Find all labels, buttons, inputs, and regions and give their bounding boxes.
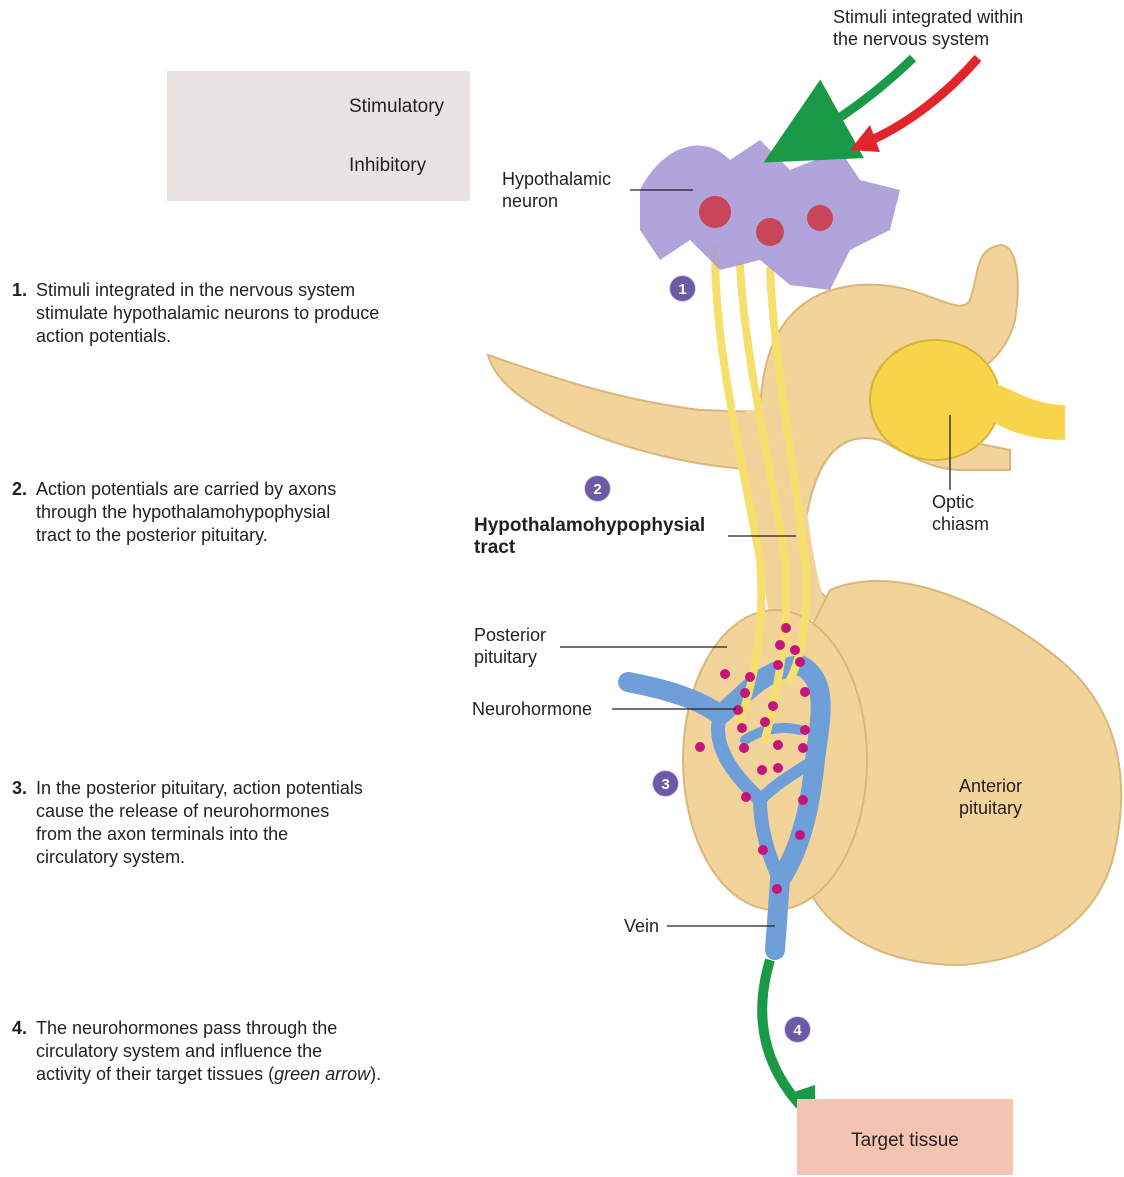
- badge-2: 2: [584, 475, 611, 502]
- label-vein: Vein: [624, 915, 659, 937]
- step-4: 4. The neurohormones pass through the ci…: [12, 1017, 381, 1086]
- badge-1: 1: [669, 275, 696, 302]
- legend-inhibitory-label: Inhibitory: [349, 155, 426, 177]
- target-tissue-box: Target tissue: [797, 1099, 1013, 1175]
- label-hypothalamic-neuron: Hypothalamic neuron: [502, 168, 611, 212]
- label-optic-chiasm: Optic chiasm: [932, 491, 989, 535]
- optic-chiasm-shape: [870, 340, 1000, 460]
- step-1: 1. Stimuli integrated in the nervous sys…: [12, 279, 379, 348]
- label-neurohormone: Neurohormone: [472, 698, 592, 720]
- hypothalamic-neurons-shape: [640, 140, 900, 290]
- label-anterior-pituitary: Anterior pituitary: [959, 775, 1022, 819]
- inhibitory-arrow: [860, 58, 978, 145]
- label-tract: Hypothalamohypophysial tract: [474, 515, 705, 559]
- target-tissue-label: Target tissue: [797, 1130, 1013, 1152]
- legend-box: [167, 71, 470, 201]
- badge-4: 4: [784, 1016, 811, 1043]
- legend-stimulatory-label: Stimulatory: [349, 96, 444, 118]
- label-posterior-pituitary: Posterior pituitary: [474, 624, 546, 668]
- stimuli-label: Stimuli integrated within the nervous sy…: [833, 6, 1023, 50]
- step-2: 2. Action potentials are carried by axon…: [12, 478, 336, 547]
- badge-3: 3: [652, 770, 679, 797]
- step-3: 3. In the posterior pituitary, action po…: [12, 777, 363, 869]
